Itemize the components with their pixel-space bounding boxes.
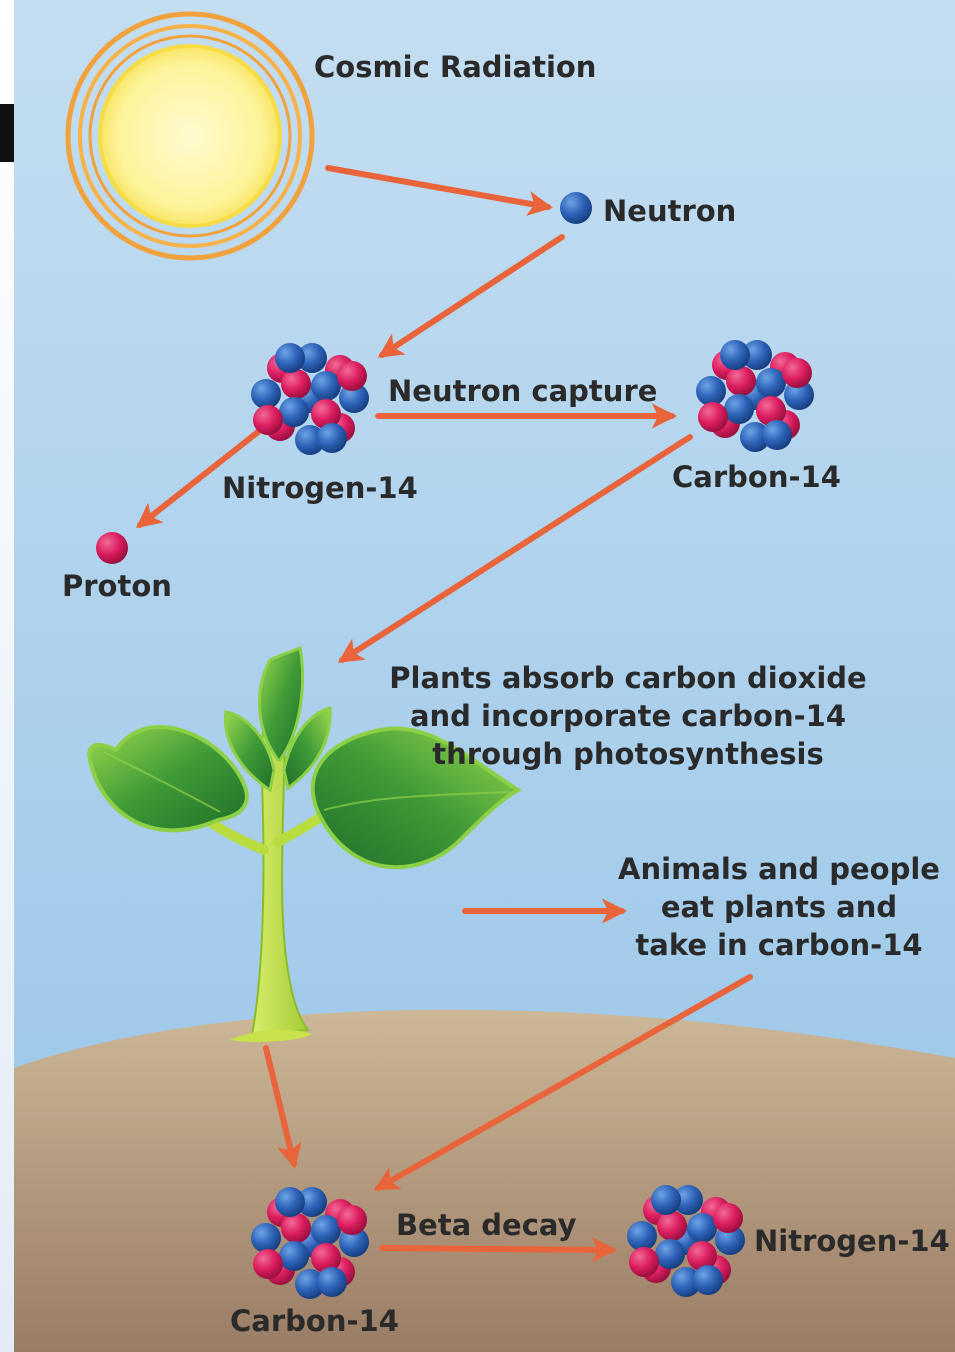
proton-ball xyxy=(281,1213,311,1243)
neutron-ball xyxy=(275,343,305,373)
neutron-ball xyxy=(655,1239,685,1269)
neutron-ball xyxy=(724,394,754,424)
left-panel-strip xyxy=(0,0,14,1352)
animals-description: Animals and people eat plants and take i… xyxy=(612,850,946,964)
proton-ball xyxy=(713,1203,743,1233)
neutron-ball xyxy=(317,423,347,453)
neutron-ball xyxy=(251,1223,281,1253)
neutron-ball xyxy=(311,1215,341,1245)
neutron-ball xyxy=(651,1185,681,1215)
proton-ball xyxy=(726,366,756,396)
arrow-beta-decay xyxy=(382,1248,612,1250)
sun-icon xyxy=(68,14,312,258)
proton-icon xyxy=(96,532,128,564)
neutron-ball xyxy=(696,376,726,406)
proton-ball xyxy=(281,369,311,399)
neutron-ball xyxy=(720,340,750,370)
plants-line-2: and incorporate carbon-14 xyxy=(388,697,868,735)
neutron-ball xyxy=(762,420,792,450)
proton-label: Proton xyxy=(62,567,172,605)
proton-ball xyxy=(782,358,812,388)
carbon-14-label-top: Carbon-14 xyxy=(672,458,841,496)
cosmic-radiation-label: Cosmic Radiation xyxy=(314,48,596,86)
neutron-ball xyxy=(317,1267,347,1297)
neutron-ball xyxy=(756,368,786,398)
plants-description: Plants absorb carbon dioxide and incorpo… xyxy=(388,659,868,773)
nitrogen-14-label-top: Nitrogen-14 xyxy=(222,469,418,507)
neutron-capture-label: Neutron capture xyxy=(388,372,657,410)
beta-decay-label: Beta decay xyxy=(396,1206,577,1244)
plants-line-1: Plants absorb carbon dioxide xyxy=(388,659,868,697)
carbon-14-label-bottom: Carbon-14 xyxy=(230,1302,399,1340)
proton-ball xyxy=(253,1249,283,1279)
ground xyxy=(14,1010,955,1352)
proton-ball xyxy=(657,1211,687,1241)
animals-line-3: take in carbon-14 xyxy=(612,926,946,964)
neutron-ball xyxy=(275,1187,305,1217)
neutron-ball xyxy=(311,371,341,401)
neutron-ball xyxy=(627,1221,657,1251)
neutron-ball xyxy=(279,397,309,427)
neutron-icon xyxy=(560,192,592,224)
neutron-ball xyxy=(251,379,281,409)
animals-line-1: Animals and people xyxy=(612,850,946,888)
black-tab xyxy=(0,104,14,162)
proton-ball xyxy=(253,405,283,435)
plants-line-3: through photosynthesis xyxy=(388,735,868,773)
nitrogen-14-label-bottom: Nitrogen-14 xyxy=(754,1222,950,1260)
proton-ball xyxy=(337,361,367,391)
proton-ball xyxy=(698,402,728,432)
neutron-label: Neutron xyxy=(603,192,736,230)
animals-line-2: eat plants and xyxy=(612,888,946,926)
proton-ball xyxy=(337,1205,367,1235)
neutron-ball xyxy=(693,1265,723,1295)
neutron-ball xyxy=(279,1241,309,1271)
neutron-ball xyxy=(687,1213,717,1243)
proton-ball xyxy=(629,1247,659,1277)
